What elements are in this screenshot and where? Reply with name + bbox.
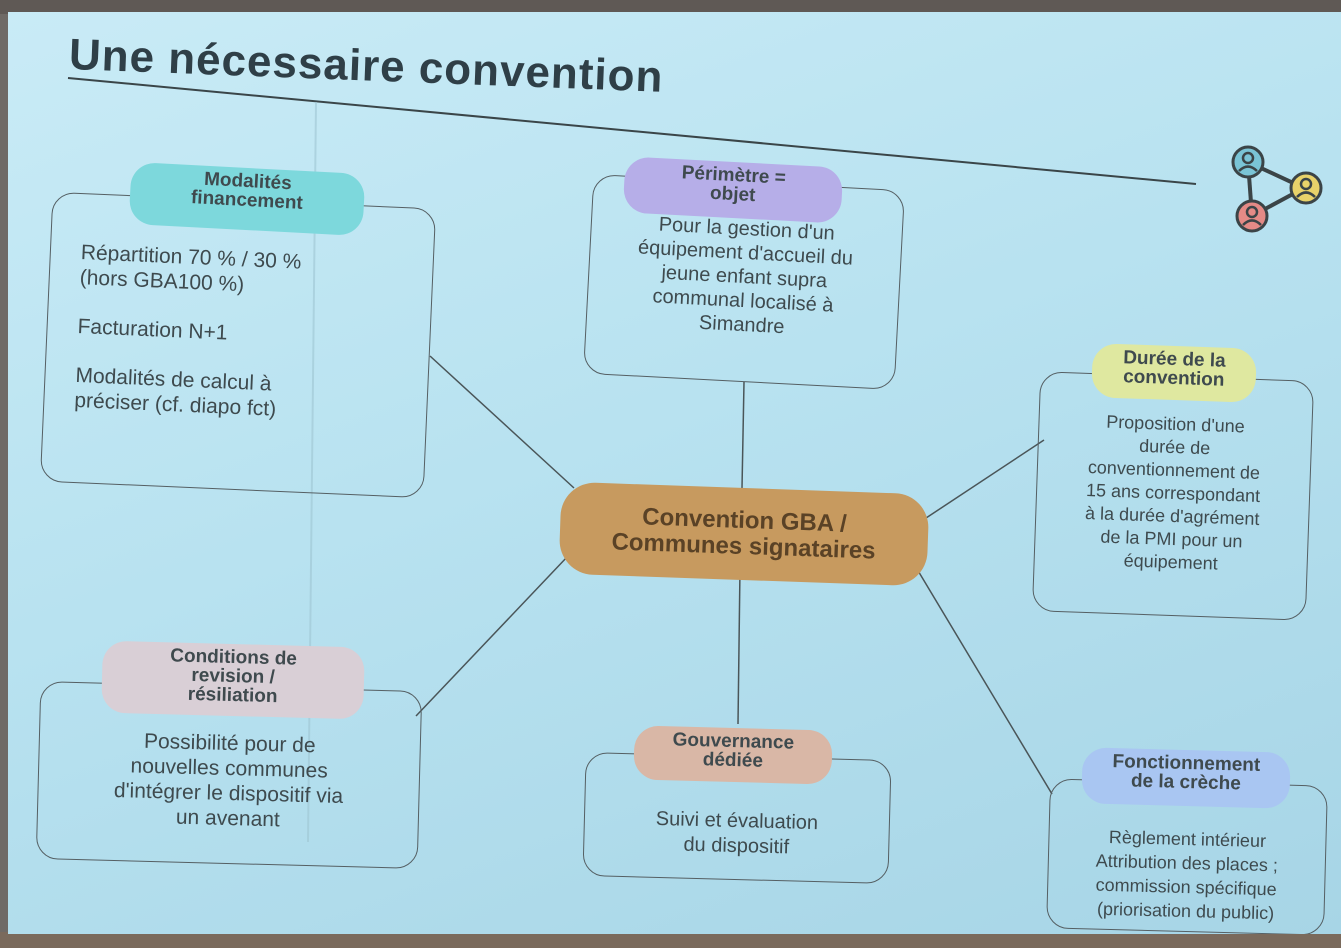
node-fonctionnement-heading: Fonctionnement de la crèche — [1081, 747, 1291, 809]
node-gouvernance-heading: Gouvernance dédiée — [633, 725, 833, 785]
connector-fonctionnement — [913, 563, 1053, 795]
gouvernance-heading-line-2: dédiée — [702, 749, 764, 772]
connector-perimetre — [741, 381, 745, 489]
node-perimetre-heading: Périmètre = objet — [622, 156, 844, 224]
node-financement-box: Répartition 70 % / 30 % (hors GBA100 %) … — [39, 191, 437, 499]
central-node: Convention GBA / Communes signataires — [558, 481, 930, 587]
room-background-bottom — [0, 932, 1341, 948]
connector-revision — [415, 555, 569, 717]
title-underline — [67, 77, 1197, 185]
connector-gouvernance — [737, 567, 741, 725]
node-duree-heading: Durée de la convention — [1091, 343, 1257, 403]
network-people-icon — [1231, 145, 1323, 233]
node-revision-heading: Conditions de revision / résiliation — [101, 640, 365, 720]
room-background-top — [0, 0, 1341, 14]
node-financement-heading: Modalités financement — [128, 161, 366, 237]
node-duree-box: Proposition d'une durée de conventionnem… — [1031, 371, 1315, 621]
connector-duree — [919, 439, 1045, 523]
connector-financement — [429, 355, 575, 489]
projected-slide: Une nécessaire convention Répartition 70… — [8, 12, 1341, 934]
